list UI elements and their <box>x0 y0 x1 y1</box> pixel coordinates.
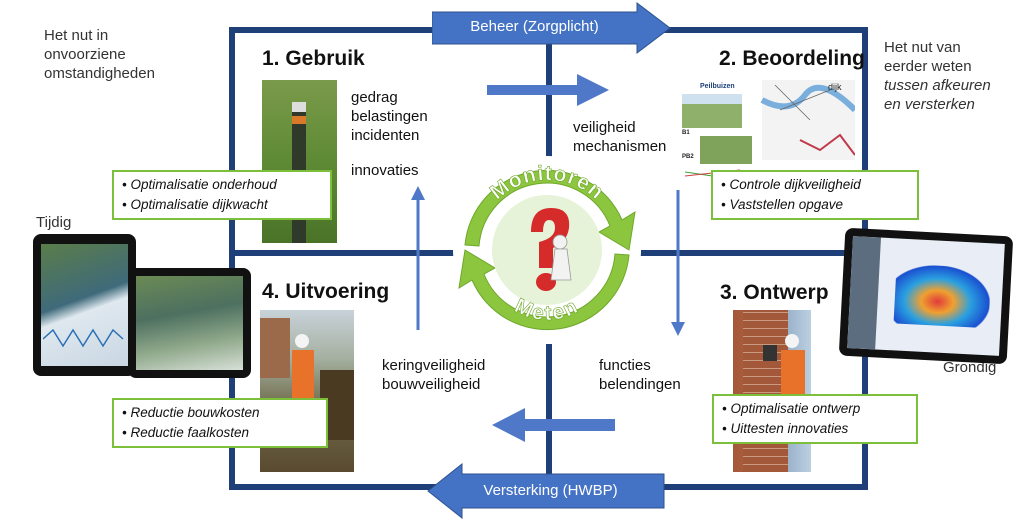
side-line: Het nut in <box>44 27 109 44</box>
tablet-image-right <box>128 268 251 378</box>
label-b1: B1 <box>682 130 690 136</box>
photo-surveyor <box>733 310 811 472</box>
banner-beheer: Beheer (Zorgplicht) <box>470 18 599 35</box>
q1-line: gedrag <box>351 89 398 106</box>
q3-line: belendingen <box>599 376 681 393</box>
banner-arrow-bottom <box>427 463 665 519</box>
bullet-item: • Vaststellen opgave <box>721 197 844 212</box>
side-line: eerder weten <box>884 58 972 75</box>
side-label-top-left: Het nut in onvoorziene omstandigheden <box>44 26 155 83</box>
arrow-left-q3-q4 <box>492 408 615 442</box>
tablet-image-left <box>33 234 136 376</box>
side-line: onvoorziene <box>44 46 126 63</box>
bullets-ontwerp: • Optimalisatie ontwerp • Uittesten inno… <box>712 394 918 444</box>
title-gebruik: 1. Gebruik <box>262 47 365 70</box>
q1-line: incidenten <box>351 127 420 144</box>
q3-text: functies belendingen <box>599 356 681 394</box>
side-line: Het nut van <box>884 39 961 56</box>
q1-innovaties: innovaties <box>351 162 419 179</box>
bullet-item: • Uittesten innovaties <box>722 421 849 436</box>
bullet-item: • Optimalisatie dijkwacht <box>122 197 268 212</box>
side-label-top-right: Het nut van eerder weten tussen afkeuren… <box>884 38 991 114</box>
grondig-label: Grondig <box>943 359 997 376</box>
bullet-item: • Controle dijkveiligheid <box>721 177 861 192</box>
arrow-down-q2-q3 <box>671 190 685 336</box>
q2-line: veiligheid <box>573 119 636 136</box>
tijdig-label: Tijdig <box>36 214 72 231</box>
bullet-item: • Optimalisatie onderhoud <box>122 177 277 192</box>
arrow-up-q4-q1 <box>411 186 425 330</box>
title-beoordeling: 2. Beoordeling <box>719 47 865 70</box>
label-peilbuizen: Peilbuizen <box>700 83 735 90</box>
title-ontwerp: 3. Ontwerp <box>720 281 829 304</box>
tablet-3d-model <box>838 227 1014 365</box>
monitoring-cycle: Monitoren Meten <box>453 156 641 344</box>
banner-arrow-top <box>432 2 671 54</box>
banner-versterking: Versterking (HWBP) <box>483 482 618 499</box>
q4-text: keringveiligheid bouwveiligheid <box>382 356 485 394</box>
q2-line: mechanismen <box>573 138 667 155</box>
figure-peilbuizen: Peilbuizen dijk B1 PB2 <box>680 80 855 185</box>
side-line: tussen afkeuren <box>884 77 991 94</box>
q4-line: bouwveiligheid <box>382 376 481 393</box>
q1-line: belastingen <box>351 108 428 125</box>
label-pb2: PB2 <box>682 154 694 160</box>
q2-text: veiligheid mechanismen <box>573 118 666 156</box>
side-line: en versterken <box>884 96 975 113</box>
label-dijk: dijk <box>828 82 842 92</box>
bullet-item: • Reductie faalkosten <box>122 425 250 440</box>
title-uitvoering: 4. Uitvoering <box>262 280 390 303</box>
bullets-beoordeling: • Controle dijkveiligheid • Vaststellen … <box>711 170 919 220</box>
side-line: omstandigheden <box>44 65 155 82</box>
bullets-gebruik: • Optimalisatie onderhoud • Optimalisati… <box>112 170 332 220</box>
bullets-uitvoering: • Reductie bouwkosten • Reductie faalkos… <box>112 398 328 448</box>
q3-line: functies <box>599 357 651 374</box>
q1-text: gedrag belastingen incidenten <box>351 88 428 145</box>
bullet-item: • Reductie bouwkosten <box>122 405 260 420</box>
arrow-right-q1-q2 <box>487 74 609 106</box>
q4-line: keringveiligheid <box>382 357 486 374</box>
bullet-item: • Optimalisatie ontwerp <box>722 401 861 416</box>
